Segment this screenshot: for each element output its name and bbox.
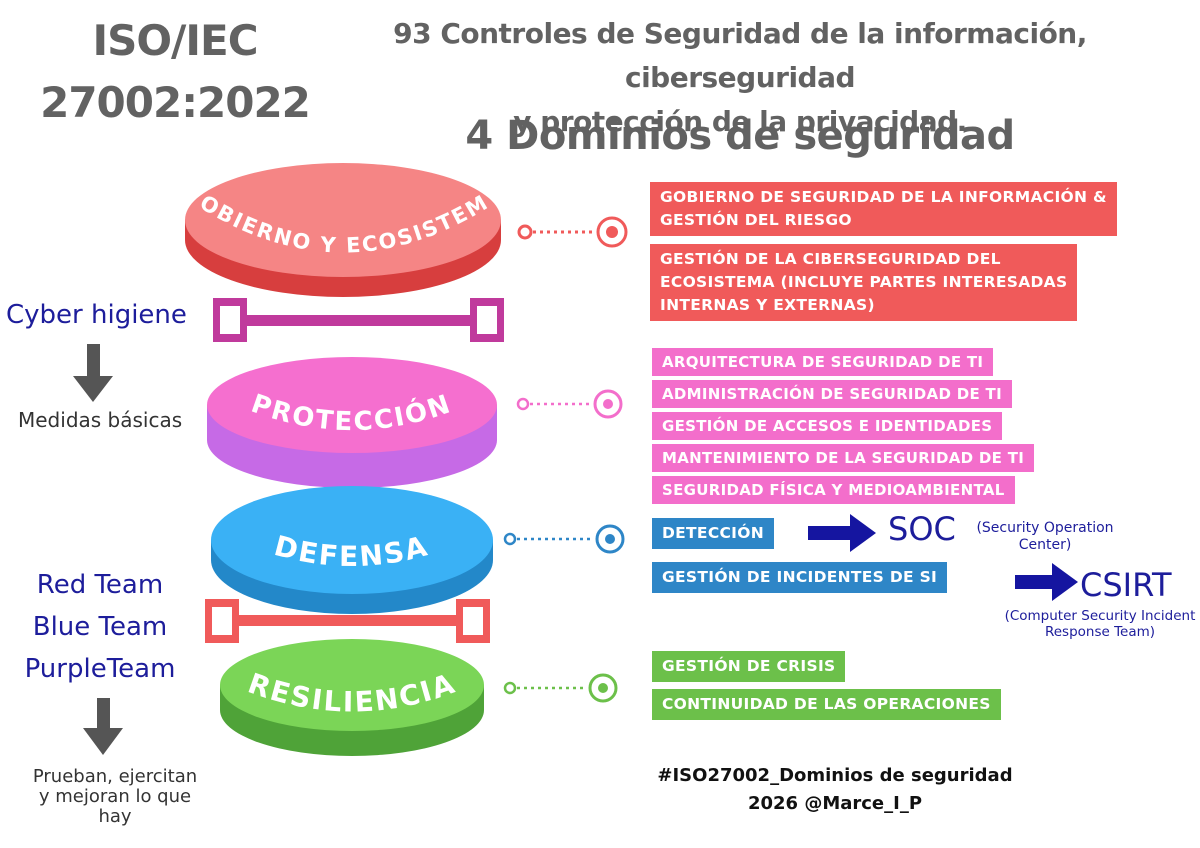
csirt-label: CSIRT — [1080, 566, 1172, 604]
connector-gobierno — [517, 216, 628, 248]
arrow-down-icon — [73, 344, 113, 402]
main-title-line-2: y protección de la privacidad. — [513, 105, 967, 138]
csirt-description-line: Response Team) — [1044, 624, 1156, 640]
gobierno-item-2-line: INTERNAS Y EXTERNAS) — [660, 296, 875, 314]
proteccion-item: GESTIÓN DE ACCESOS E IDENTIDADES — [652, 412, 1003, 440]
footer-hashtag: #ISO27002_Dominios de seguridad — [657, 765, 1013, 786]
gobierno-item-2: GESTIÓN DE LA CIBERSEGURIDAD DEL ECOSIST… — [650, 244, 1078, 321]
connector-resiliencia — [503, 673, 618, 703]
connector-proteccion — [516, 389, 623, 419]
arrow-right-icon — [808, 514, 876, 552]
arrow-down-icon — [83, 698, 123, 755]
csirt-description: (Computer Security Incident Response Tea… — [1000, 608, 1200, 640]
iso-line-2: 27002:2022 — [40, 78, 311, 127]
teams-description: Prueban, ejercitan y mejoran lo que hay — [10, 767, 220, 827]
arrow-right-icon — [1015, 563, 1078, 601]
soc-description: (Security Operation Center) — [960, 520, 1130, 554]
resiliencia-item: GESTIÓN DE CRISIS — [652, 651, 846, 682]
gobierno-item-1-line: GOBIERNO DE SEGURIDAD DE LA INFORMACIÓN … — [660, 188, 1107, 206]
main-title: 93 Controles de Seguridad de la informac… — [290, 12, 1190, 144]
domains-subtitle: 4 Dominios de seguridad — [465, 113, 1015, 159]
defensa-incidentes: GESTIÓN DE INCIDENTES DE SI — [652, 562, 948, 593]
proteccion-item: SEGURIDAD FÍSICA Y MEDIOAMBIENTAL — [652, 476, 1015, 504]
team-blue: Blue Team — [32, 612, 168, 642]
gobierno-item-2-line: ECOSISTEMA (INCLUYE PARTES INTERESADAS — [660, 273, 1068, 291]
teams-list: Red Team Blue Team PurpleTeam — [10, 564, 190, 690]
csirt-description-line: (Computer Security Incident — [1004, 608, 1196, 624]
footer-credit: 2026 @Marce_I_P — [747, 793, 923, 814]
disc-gobierno: GOBIERNO Y ECOSISTEMA — [0, 0, 501, 297]
gobierno-item-1: GOBIERNO DE SEGURIDAD DE LA INFORMACIÓN … — [650, 182, 1117, 236]
basic-measures-label: Medidas básicas — [18, 408, 183, 432]
connector-defensa — [503, 524, 625, 554]
disc-defensa: DEFENSA — [211, 486, 493, 614]
teams-description-line: Prueban, ejercitan — [32, 766, 198, 787]
gobierno-item-1-line: GESTIÓN DEL RIESGO — [660, 211, 852, 229]
team-red: Red Team — [36, 570, 164, 600]
main-title-line-1: 93 Controles de Seguridad de la informac… — [393, 17, 1087, 94]
team-purple: PurpleTeam — [24, 654, 176, 684]
footer: #ISO27002_Dominios de seguridad 2026 @Ma… — [600, 762, 1070, 818]
proteccion-item: ADMINISTRACIÓN DE SEGURIDAD DE TI — [652, 380, 1012, 408]
defensa-deteccion: DETECCIÓN — [652, 518, 774, 549]
iso-standard-title: ISO/IEC 27002:2022 — [30, 10, 320, 134]
teams-description-line: hay — [98, 806, 132, 827]
disc-resiliencia: RESILIENCIA — [220, 639, 484, 756]
proteccion-item: ARQUITECTURA DE SEGURIDAD DE TI — [652, 348, 994, 376]
soc-description-line: Center) — [1018, 537, 1072, 553]
iso-line-1: ISO/IEC — [92, 16, 258, 65]
resiliencia-item: CONTINUIDAD DE LAS OPERACIONES — [652, 689, 1001, 720]
soc-description-line: (Security Operation — [976, 520, 1114, 536]
cyber-bracket — [213, 298, 504, 342]
disc-proteccion: PROTECCIÓN — [207, 357, 497, 488]
proteccion-item: MANTENIMIENTO DE LA SEGURIDAD DE TI — [652, 444, 1035, 472]
gobierno-item-2-line: GESTIÓN DE LA CIBERSEGURIDAD DEL — [660, 250, 1001, 268]
team-bracket — [205, 599, 490, 643]
soc-label: SOC — [888, 510, 956, 548]
teams-description-line: y mejoran lo que — [38, 786, 192, 807]
cyber-hygiene-label: Cyber higiene — [6, 300, 187, 330]
